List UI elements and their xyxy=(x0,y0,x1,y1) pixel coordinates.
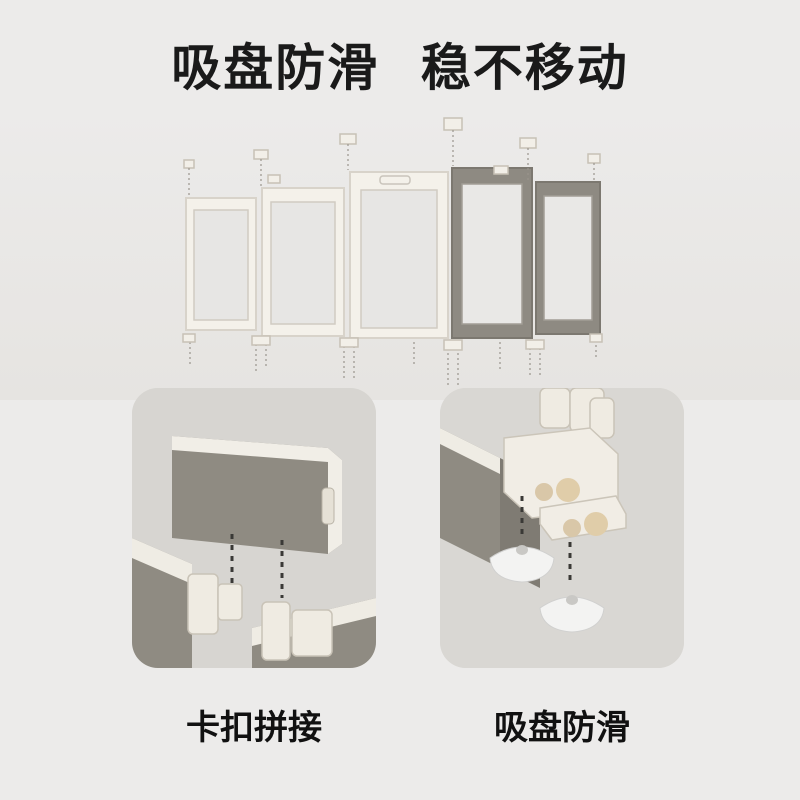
buckle-top-piece xyxy=(172,436,342,554)
playpen-exploded-illustration xyxy=(0,110,800,400)
caption-suction-cup: 吸盘防滑 xyxy=(494,708,630,748)
suction-cup-2 xyxy=(539,595,605,633)
caption-buckle-joint: 卡扣拼接 xyxy=(186,708,322,748)
suction-cup-1 xyxy=(489,545,555,583)
panel-4 xyxy=(451,167,533,339)
foot-block-lower xyxy=(539,495,627,541)
panel-2 xyxy=(261,187,345,337)
panel-5 xyxy=(535,181,601,335)
buckle-joint-closeup xyxy=(132,388,376,668)
headline: 吸盘防滑 稳不移动 xyxy=(171,39,629,97)
suction-cup-closeup xyxy=(440,388,684,668)
panel-1 xyxy=(185,197,257,331)
foot-block-upper xyxy=(503,427,619,519)
panel-3 xyxy=(349,171,449,339)
